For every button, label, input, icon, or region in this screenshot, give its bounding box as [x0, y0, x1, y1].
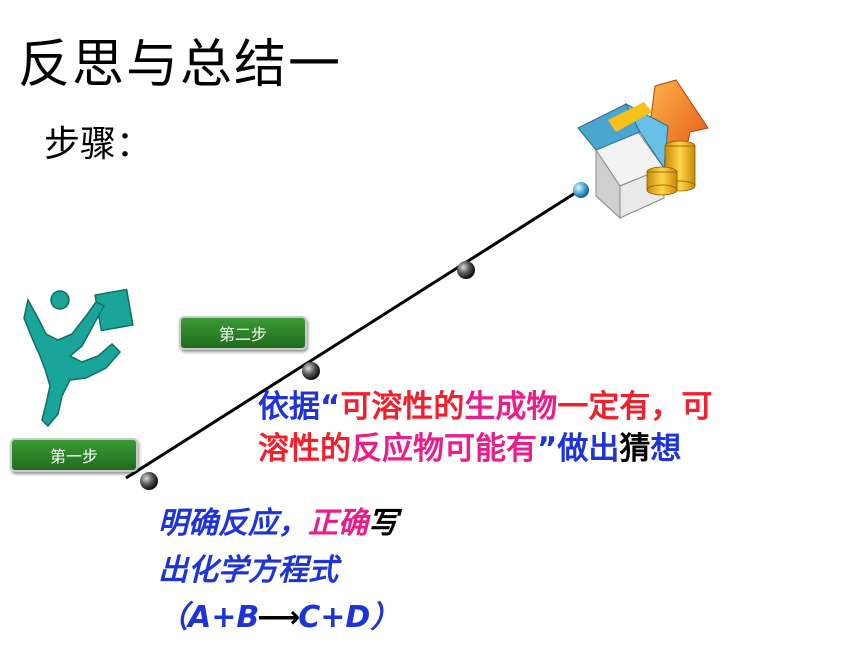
step-2-line-1: 依据“可溶性的生成物一定有，可: [258, 389, 713, 425]
jumping-person-icon: [23, 288, 134, 428]
step-2-description: 依据“可溶性的生成物一定有，可 溶性的反应物可能有”做出猜想: [258, 386, 712, 470]
step-2-button[interactable]: 第二步: [179, 316, 307, 350]
node-ball-icon: [140, 472, 158, 490]
node-ball-icon: [457, 261, 475, 279]
step-1-description: 明确反应，正确写 出化学方程式 （A+B⟶C+D）: [158, 500, 400, 641]
node-ball-icon: [573, 182, 589, 198]
page-title: 反思与总结一: [18, 35, 343, 95]
node-ball-icon: [302, 362, 320, 380]
step-1-line-1: 明确反应，正确写: [158, 506, 398, 541]
house-with-coins-icon: [577, 79, 709, 220]
steps-heading: 步骤：: [44, 124, 153, 165]
step-2-line-2: 溶性的反应物可能有”做出猜想: [258, 431, 682, 467]
step-1-button[interactable]: 第一步: [10, 438, 138, 472]
progress-line: [125, 188, 581, 480]
chemical-equation: （A+B⟶C+D）: [158, 594, 400, 641]
step-1-line-2: 出化学方程式: [158, 553, 338, 588]
reaction-arrow-icon: ⟶: [257, 600, 301, 635]
